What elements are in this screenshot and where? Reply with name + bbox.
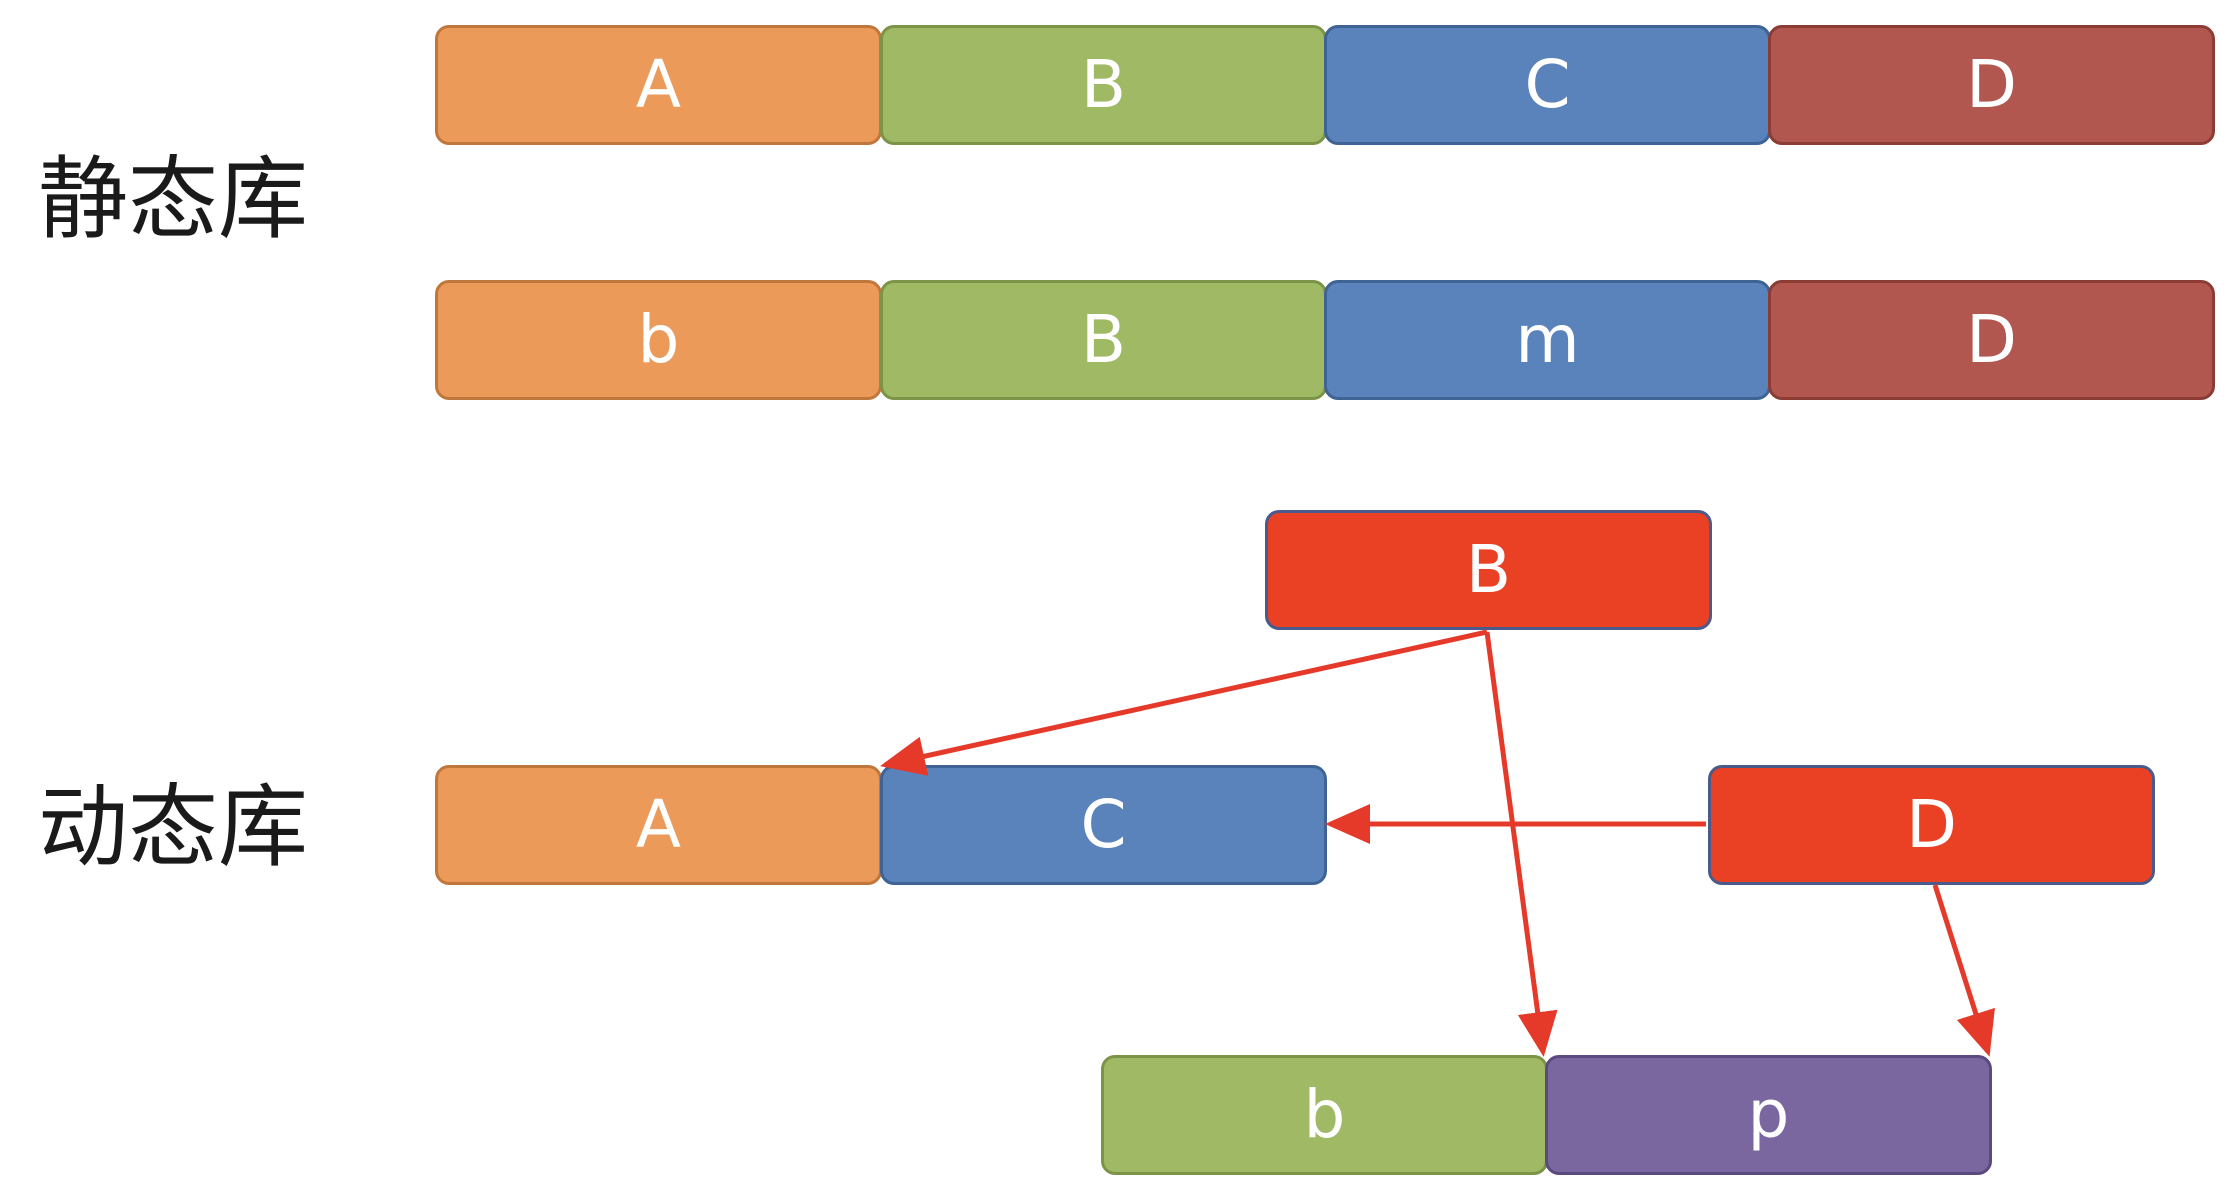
arrow-b-to-a [880, 629, 1488, 776]
dynamic-library-label: 动态库 [38, 775, 308, 880]
static-row2-block-b-lower: b [435, 280, 882, 400]
static-row1-block-d: D [1768, 25, 2215, 145]
static-library-label: 静态库 [38, 147, 308, 252]
dynamic-block-c: C [880, 765, 1327, 885]
arrow-b-to-p [1484, 631, 1558, 1057]
static-row2-block-m: m [1324, 280, 1771, 400]
dynamic-node-b: B [1265, 510, 1712, 630]
static-row2-block-b: B [880, 280, 1327, 400]
dynamic-block-p: p [1545, 1055, 1992, 1175]
static-row1-block-b: B [880, 25, 1327, 145]
dynamic-node-d: D [1708, 765, 2155, 885]
dynamic-block-a: A [435, 765, 882, 885]
static-row1-block-c: C [1324, 25, 1771, 145]
static-row2-block-d: D [1768, 280, 2215, 400]
static-row1-block-a: A [435, 25, 882, 145]
arrow-d-to-p [1932, 884, 1995, 1057]
dynamic-block-b-lower: b [1101, 1055, 1548, 1175]
